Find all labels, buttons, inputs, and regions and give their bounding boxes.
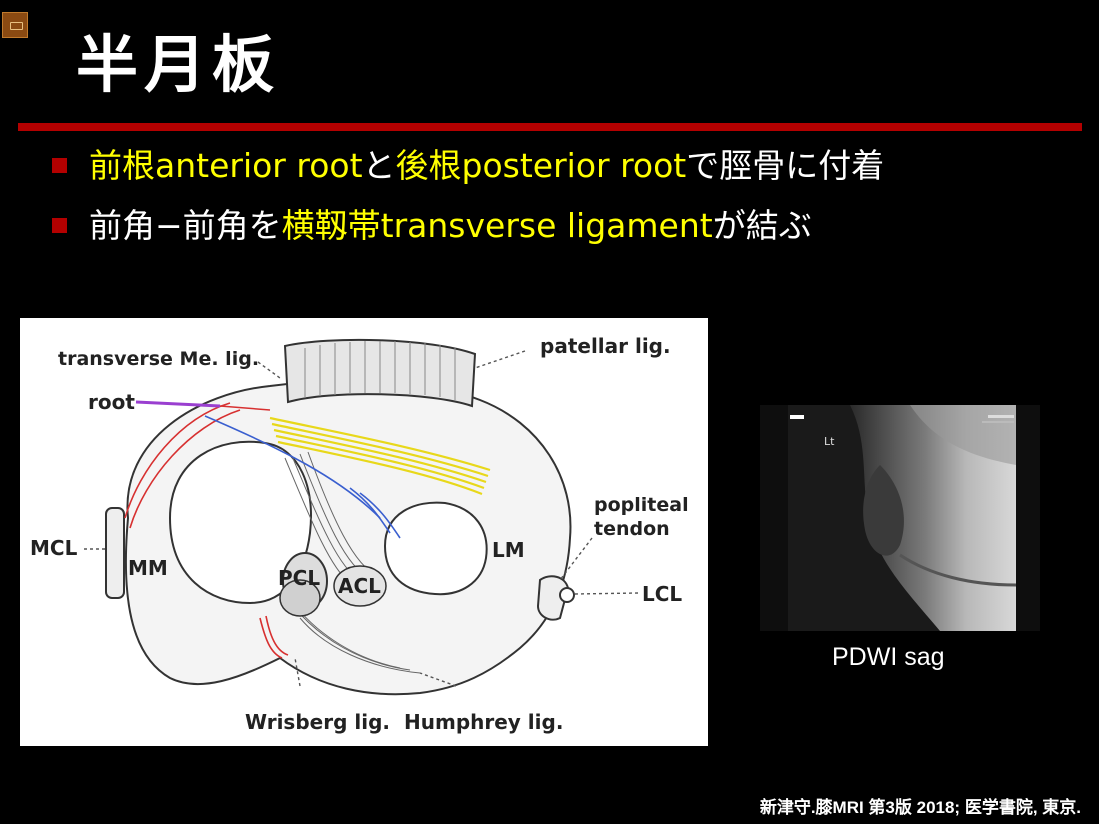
label-root: root: [88, 390, 135, 414]
label-transverse-lig: transverse Me. lig.: [58, 348, 260, 370]
mri-side-marker: Lt: [824, 435, 835, 448]
label-mcl: MCL: [30, 536, 78, 560]
bullet-connector: と: [362, 145, 396, 185]
slide-nav-icon[interactable]: [2, 12, 28, 38]
label-mm: MM: [128, 556, 168, 580]
bullet-text: 前根anterior rootと後根posterior rootで脛骨に付着: [89, 149, 884, 182]
title-divider: [18, 123, 1082, 131]
bullet-square-icon: [52, 157, 67, 173]
bullet-square-icon: [52, 217, 67, 233]
highlight-transverse-ligament: 横靱帯transverse ligament: [281, 205, 713, 245]
label-tendon: tendon: [594, 518, 670, 540]
bullet-item: 前角−前角を横靱帯transverse ligamentが結ぶ: [52, 205, 812, 245]
label-lcl: LCL: [642, 582, 683, 606]
bullet-text: 前角−前角を横靱帯transverse ligamentが結ぶ: [89, 209, 812, 242]
label-popliteal: popliteal: [594, 494, 689, 516]
label-patellar-lig: patellar lig.: [540, 334, 671, 358]
bullet-item: 前根anterior rootと後根posterior rootで脛骨に付着: [52, 145, 884, 185]
label-pcl: PCL: [278, 566, 321, 590]
slide-title: 半月板: [76, 28, 281, 101]
label-lm: LM: [492, 538, 525, 562]
meniscus-illustration: transverse Me. lig. root patellar lig. p…: [20, 318, 708, 746]
bullet-tail: で脛骨に付着: [686, 145, 885, 185]
label-humphrey-lig: Humphrey lig.: [404, 710, 564, 734]
mri-image: Lt: [760, 405, 1040, 631]
mri-sagittal-image: [788, 405, 1017, 631]
highlight-posterior-root: 後根posterior root: [395, 145, 687, 185]
highlight-anterior-root: 前根anterior root: [89, 145, 363, 185]
bullet-head: 前角−前角を: [89, 205, 282, 245]
label-acl: ACL: [338, 574, 381, 598]
label-wrisberg-lig: Wrisberg lig.: [245, 710, 390, 734]
meniscus-drawing: [84, 338, 639, 696]
mri-caption: PDWI sag: [832, 643, 945, 671]
bullet-tail: が結ぶ: [712, 205, 812, 245]
citation: 新津守.膝MRI 第3版 2018; 医学書院, 東京.: [759, 798, 1081, 817]
